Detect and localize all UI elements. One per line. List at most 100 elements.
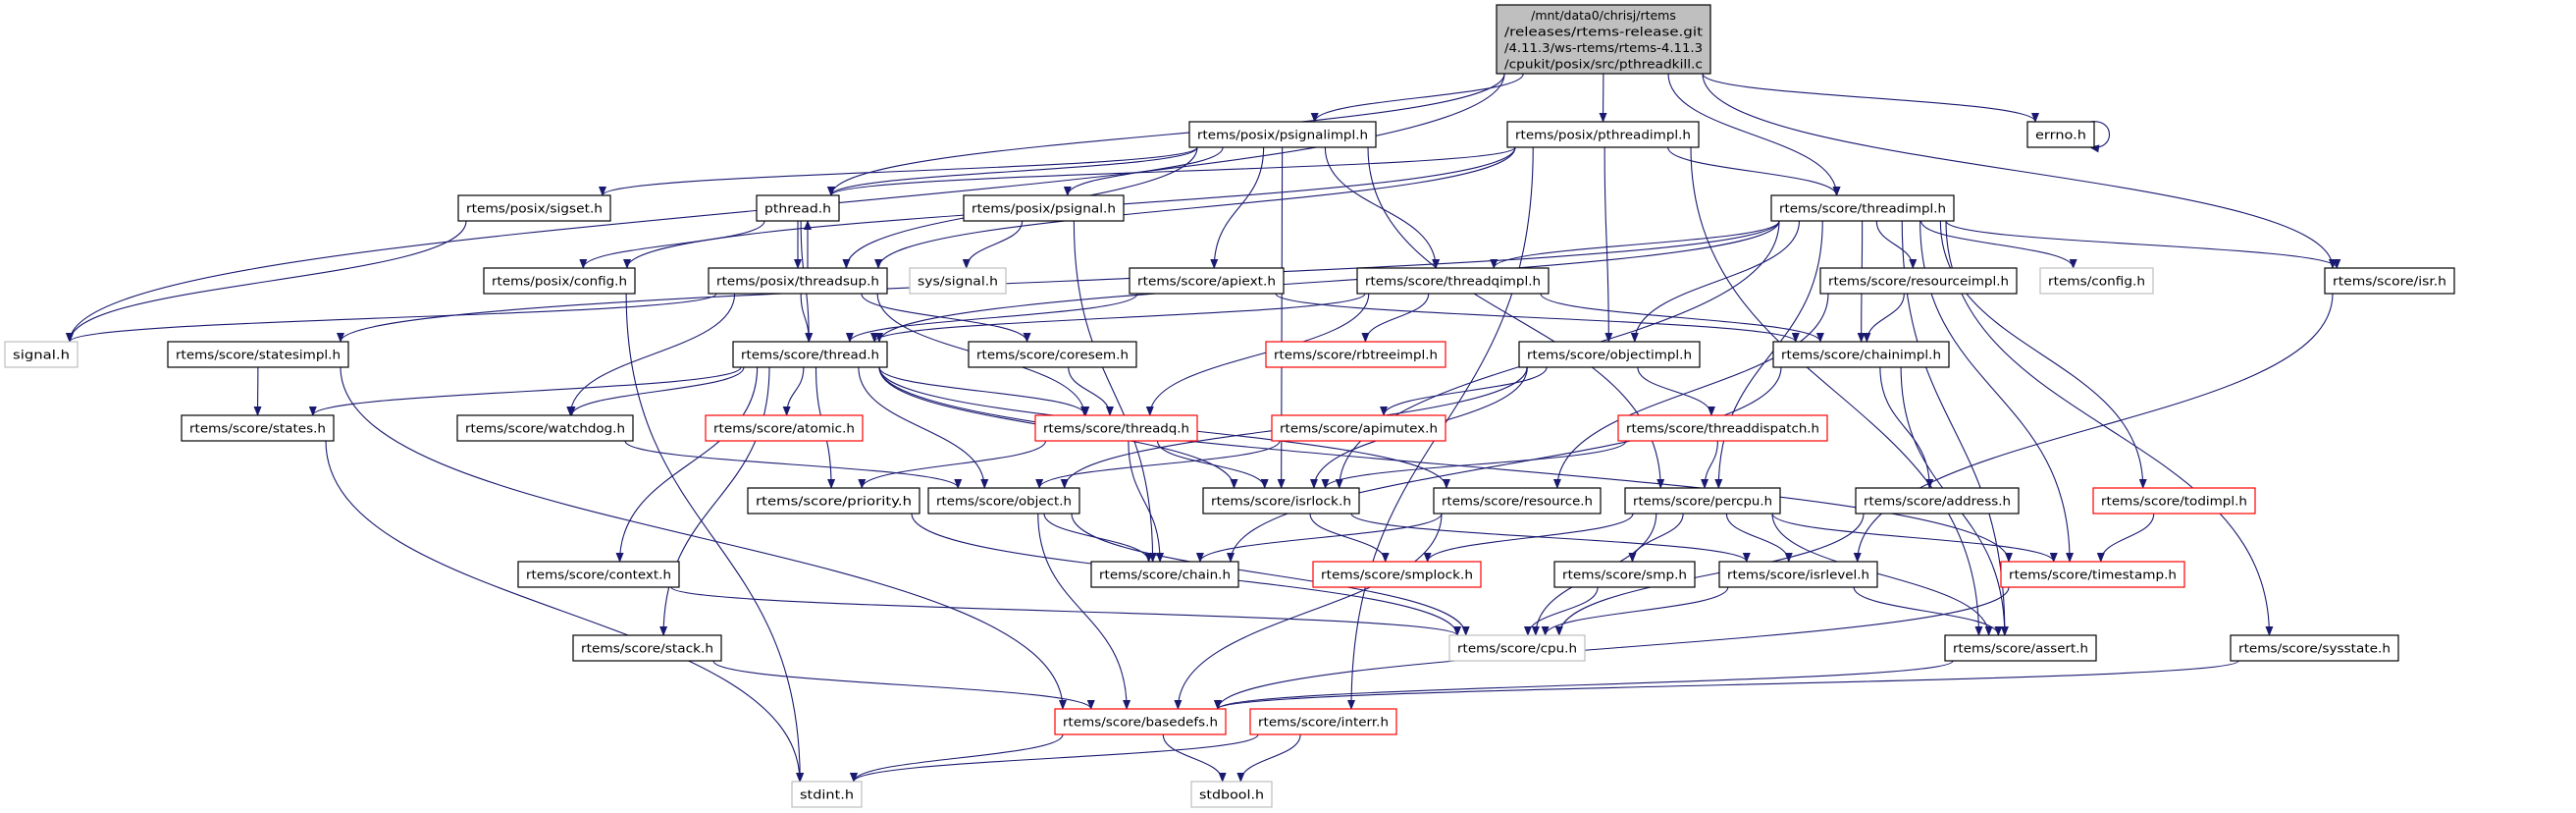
node-label: rtems/score/statesimpl.h [176, 348, 341, 362]
edge-pthreadimpl-to-assert [1690, 146, 1983, 636]
node-todimpl[interactable]: rtems/score/todimpl.h [2092, 487, 2256, 515]
node-box [1034, 414, 1198, 442]
node-box [2092, 487, 2256, 515]
node-label: rtems/posix/psignal.h [972, 201, 1116, 216]
node-label: rtems/score/threadq.h [1043, 421, 1189, 436]
edge-threadq-to-isrlock [1156, 440, 1269, 489]
node-label: rtems/score/resourceimpl.h [1828, 274, 2009, 289]
node-signal[interactable]: signal.h [4, 341, 79, 368]
node-label: rtems/posix/pthreadimpl.h [1515, 128, 1691, 142]
node-threadimpl[interactable]: rtems/score/threadimpl.h [1770, 194, 1955, 222]
edge-pthreadimpl-to-objectimpl [1603, 146, 1613, 343]
node-smplock[interactable]: rtems/score/smplock.h [1312, 561, 1482, 588]
node-isrlevel[interactable]: rtems/score/isrlevel.h [1718, 561, 1878, 588]
node-posixconfig[interactable]: rtems/posix/config.h [483, 267, 636, 295]
node-address[interactable]: rtems/score/address.h [1855, 487, 2020, 515]
node-basedefs[interactable]: rtems/score/basedefs.h [1054, 708, 1227, 735]
node-box [2324, 267, 2455, 295]
node-object[interactable]: rtems/score/object.h [927, 487, 1080, 515]
node-resource[interactable]: rtems/score/resource.h [1433, 487, 1602, 515]
node-box [1518, 341, 1701, 368]
edge-stack-to-basedefs [712, 660, 1095, 710]
node-label: rtems/score/objectimpl.h [1527, 348, 1692, 362]
node-label: /4.11.3/ws-rtems/rtems-4.11.3 [1504, 40, 1703, 55]
node-apiext[interactable]: rtems/score/apiext.h [1129, 267, 1285, 295]
node-objectimpl[interactable]: rtems/score/objectimpl.h [1518, 341, 1701, 368]
node-context[interactable]: rtems/score/context.h [517, 561, 680, 588]
node-root[interactable]: /mnt/data0/chrisj/rtems/releases/rtems-r… [1496, 4, 1711, 75]
node-interr[interactable]: rtems/score/interr.h [1249, 708, 1397, 735]
node-smp[interactable]: rtems/score/smp.h [1553, 561, 1696, 588]
edge-threadsup-to-thread [800, 293, 814, 343]
node-box [1433, 487, 1602, 515]
node-threadsup[interactable]: rtems/posix/threadsup.h [708, 267, 888, 295]
edge-percpu-to-isrlevel [1725, 513, 1793, 563]
edge-root-to-threadimpl [1667, 73, 1841, 196]
node-box [181, 414, 335, 442]
node-stdbool[interactable]: stdbool.h [1190, 781, 1273, 808]
node-label: signal.h [13, 348, 70, 362]
node-label: rtems/score/assert.h [1953, 641, 2088, 656]
node-box [1129, 267, 1285, 295]
edge-threadimpl-to-statesimpl [337, 220, 1780, 343]
node-apimutex[interactable]: rtems/score/apimutex.h [1271, 414, 1446, 442]
node-states[interactable]: rtems/score/states.h [181, 414, 335, 442]
node-box [747, 487, 920, 515]
edge-thread-to-watchdog [567, 366, 745, 416]
node-sysstate[interactable]: rtems/score/sysstate.h [2230, 634, 2399, 662]
node-isrlock[interactable]: rtems/score/isrlock.h [1202, 487, 1360, 515]
node-label: rtems/score/percpu.h [1633, 494, 1772, 509]
node-priority[interactable]: rtems/score/priority.h [747, 487, 920, 515]
node-timestamp[interactable]: rtems/score/timestamp.h [2000, 561, 2185, 588]
edge-root-to-isr [1702, 73, 2337, 269]
node-rbtreeimpl[interactable]: rtems/score/rbtreeimpl.h [1265, 341, 1446, 368]
edge-percpu-to-smp [1628, 513, 1684, 563]
node-threadqimpl[interactable]: rtems/score/threadqimpl.h [1356, 267, 1550, 295]
node-box [167, 341, 349, 368]
node-chain[interactable]: rtems/score/chain.h [1090, 561, 1239, 588]
node-box [1624, 487, 1781, 515]
node-syssignal[interactable]: sys/signal.h [909, 267, 1007, 295]
node-resourceimpl[interactable]: rtems/score/resourceimpl.h [1819, 267, 2018, 295]
node-assert[interactable]: rtems/score/assert.h [1944, 634, 2097, 662]
node-atomic[interactable]: rtems/score/atomic.h [705, 414, 864, 442]
node-label: rtems/score/threadimpl.h [1779, 201, 1946, 216]
node-sigset[interactable]: rtems/posix/sigset.h [457, 194, 611, 222]
node-box [1506, 121, 1700, 148]
edge-thread-to-states [308, 366, 742, 416]
node-stack[interactable]: rtems/score/stack.h [572, 634, 722, 662]
node-isr[interactable]: rtems/score/isr.h [2324, 267, 2455, 295]
node-config[interactable]: rtems/config.h [2039, 267, 2154, 295]
node-label: rtems/config.h [2048, 274, 2145, 289]
node-watchdog[interactable]: rtems/score/watchdog.h [456, 414, 634, 442]
edge-isrlock-to-smplock [1309, 513, 1390, 563]
node-coresem[interactable]: rtems/score/coresem.h [968, 341, 1137, 368]
edge-threadimpl-to-config [1920, 220, 2077, 269]
node-psignal[interactable]: rtems/posix/psignal.h [963, 194, 1125, 222]
edge-threadqimpl-to-rbtreeimpl [1361, 293, 1430, 343]
edge-resource-to-basedefs [1174, 513, 1443, 710]
node-label: rtems/score/resource.h [1442, 494, 1593, 509]
node-pthread[interactable]: pthread.h [756, 194, 840, 222]
node-box [708, 267, 888, 295]
node-statesimpl[interactable]: rtems/score/statesimpl.h [167, 341, 349, 368]
node-box [963, 194, 1125, 222]
node-thread[interactable]: rtems/score/thread.h [732, 341, 888, 368]
edge-psignalimpl-to-apiext [1210, 146, 1265, 269]
edge-root-to-errno [1702, 73, 2039, 123]
node-box [1772, 341, 1950, 368]
node-psignalimpl[interactable]: rtems/posix/psignalimpl.h [1188, 121, 1377, 148]
node-errno[interactable]: errno.h [2026, 121, 2095, 148]
node-threaddispatch[interactable]: rtems/score/threaddispatch.h [1617, 414, 1828, 442]
node-chainimpl[interactable]: rtems/score/chainimpl.h [1772, 341, 1950, 368]
node-box [2039, 267, 2154, 295]
node-label: stdint.h [800, 787, 854, 802]
edge-resourceimpl-to-resource [1552, 293, 1829, 489]
edge-watchdog-to-object [624, 440, 963, 489]
node-label: rtems/score/states.h [189, 421, 326, 436]
node-percpu[interactable]: rtems/score/percpu.h [1624, 487, 1781, 515]
node-stdint[interactable]: stdint.h [791, 781, 863, 808]
node-cpu[interactable]: rtems/score/cpu.h [1448, 634, 1586, 662]
node-pthreadimpl[interactable]: rtems/posix/pthreadimpl.h [1506, 121, 1700, 148]
node-threadq[interactable]: rtems/score/threadq.h [1034, 414, 1198, 442]
